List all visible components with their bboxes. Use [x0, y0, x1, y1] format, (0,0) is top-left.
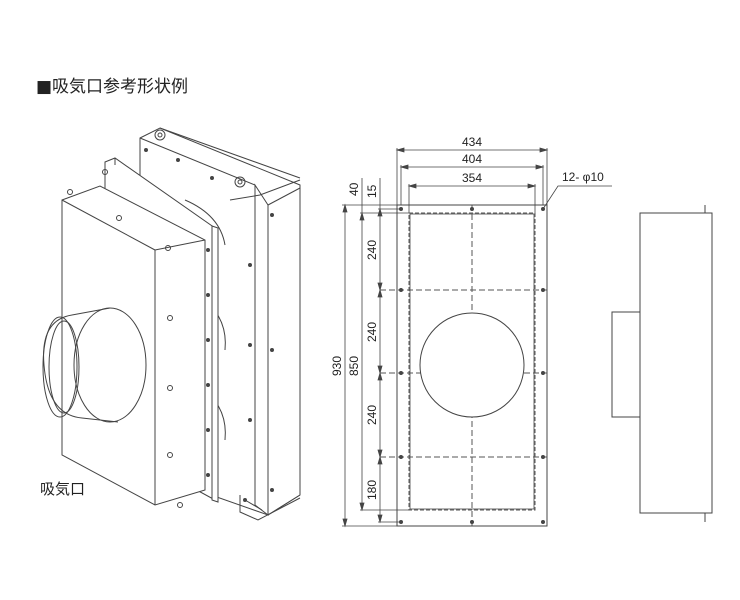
side-plate	[639, 212, 713, 514]
side-duct	[611, 311, 641, 418]
section-heading: ■吸気口参考形状例	[36, 72, 188, 97]
dim-pitch-2: 240	[365, 322, 379, 342]
dim-top-15: 15	[365, 184, 379, 198]
dim-height-inner: 850	[347, 356, 361, 376]
side-view	[611, 205, 713, 522]
hole-callout: 12- φ10	[562, 170, 604, 184]
dim-width-inner: 354	[462, 171, 482, 185]
dim-top-40: 40	[347, 182, 361, 196]
isometric-view	[42, 127, 301, 521]
dim-bottom: 180	[365, 480, 379, 500]
dim-pitch-1: 240	[365, 240, 379, 260]
front-view: 434 404 354 12- φ10	[330, 135, 612, 528]
dim-width-mid: 404	[462, 152, 482, 166]
section-heading-text: ■吸気口参考形状例	[36, 77, 189, 97]
dim-width-outer: 434	[462, 135, 482, 149]
height-dimensions	[342, 178, 409, 528]
intake-label: 吸気口	[40, 480, 86, 498]
intake-box	[42, 169, 206, 508]
inner-opening	[408, 212, 536, 511]
dim-height-outer: 930	[330, 356, 344, 376]
hole-callout-leader	[542, 185, 612, 210]
dim-pitch-3: 240	[365, 405, 379, 425]
duct-circle	[419, 312, 525, 418]
width-dimensions	[395, 147, 549, 213]
